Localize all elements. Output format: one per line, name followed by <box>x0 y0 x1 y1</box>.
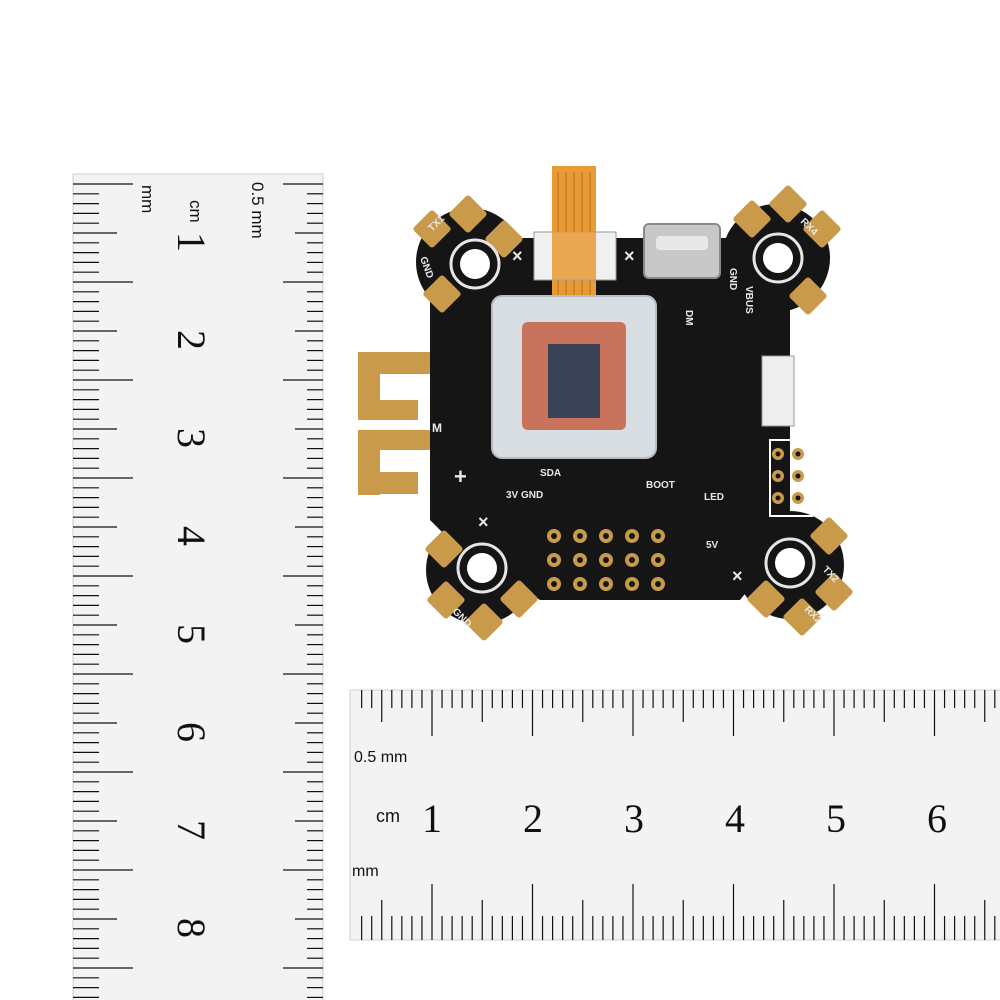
pin-hole <box>551 533 557 539</box>
pin-hole <box>655 557 661 563</box>
pin-hole <box>603 533 609 539</box>
silk-sda: SDA <box>540 468 561 479</box>
power-tabs <box>358 352 438 495</box>
silk-boot: BOOT <box>646 480 675 491</box>
ruler-number: 1 <box>169 232 214 252</box>
ruler-number: 6 <box>169 722 214 742</box>
silk-vbus: VBUS <box>743 286 754 314</box>
pin-hole <box>577 533 583 539</box>
svg-text:×: × <box>624 246 635 266</box>
silk-plus: + <box>454 464 467 489</box>
pin-hole <box>629 581 635 587</box>
silk-3v-gnd: 3V GND <box>506 490 543 501</box>
pin-hole <box>795 495 801 501</box>
pin-hole <box>551 581 557 587</box>
ruler-number: 1 <box>422 796 442 841</box>
vertical-ruler-mm-unit: mm <box>138 185 157 213</box>
pin-hole <box>795 451 801 457</box>
horizontal-ruler-cm-unit: cm <box>376 806 400 826</box>
flex-cable <box>533 166 617 306</box>
ruler-number: 3 <box>624 796 644 841</box>
ruler-number: 5 <box>826 796 846 841</box>
horizontal-ruler-mm-unit: mm <box>352 863 379 880</box>
pin-hole <box>795 473 801 479</box>
horizontal-ruler: 0.5 mm cm mm 1 2 3 4 5 6 <box>349 689 1000 941</box>
pin-hole <box>775 451 781 457</box>
ruler-number: 3 <box>169 428 214 448</box>
pin-hole <box>577 581 583 587</box>
solder-pads <box>413 185 853 641</box>
pin-hole <box>551 557 557 563</box>
ruler-number: 6 <box>927 796 947 841</box>
horizontal-ruler-numbers: 1 2 3 4 5 6 <box>422 796 947 841</box>
ruler-number: 8 <box>169 918 214 938</box>
pin-hole <box>629 533 635 539</box>
pin-hole <box>775 473 781 479</box>
silk-led: LED <box>704 492 724 503</box>
vertical-ruler-cm-unit: cm <box>186 200 205 223</box>
svg-text:×: × <box>732 566 743 586</box>
pin-hole <box>655 581 661 587</box>
header-pins <box>547 448 804 591</box>
silk-dm: DM <box>683 310 694 326</box>
pin-hole <box>629 557 635 563</box>
svg-text:×: × <box>478 512 489 532</box>
vertical-ruler: mm cm 0.5 mm 123456789 <box>72 173 324 1000</box>
horizontal-ruler-half-mm-unit: 0.5 mm <box>354 749 407 766</box>
side-connector <box>761 355 813 517</box>
pin-hole <box>603 581 609 587</box>
silk-5v: 5V <box>706 540 719 551</box>
horizontal-ruler-bottom-ticks <box>361 884 996 940</box>
silk-gnd-tr: GND <box>727 268 738 290</box>
ruler-number: 4 <box>725 796 745 841</box>
vertical-ruler-left-ticks <box>73 183 133 999</box>
ruler-number: 7 <box>169 820 214 840</box>
vertical-ruler-numbers: 123456789 <box>169 232 214 938</box>
flight-controller-board: TX1 GND RX4 GND VBUS DM BOOT 3V GND SDA … <box>358 166 853 641</box>
pin-hole <box>775 495 781 501</box>
ruler-number: 2 <box>169 330 214 350</box>
mounting-holes <box>449 232 816 594</box>
vertical-ruler-half-mm-unit: 0.5 mm <box>248 182 267 239</box>
pin-hole <box>577 557 583 563</box>
svg-text:×: × <box>512 246 523 266</box>
silk-m: M <box>432 421 442 435</box>
usb-connector <box>643 223 721 279</box>
ruler-number: 4 <box>169 526 214 546</box>
vertical-ruler-right-ticks <box>283 183 323 999</box>
ruler-number: 5 <box>169 624 214 644</box>
pin-hole <box>655 533 661 539</box>
pin-hole <box>603 557 609 563</box>
ruler-number: 2 <box>523 796 543 841</box>
horizontal-ruler-top-ticks <box>361 690 996 736</box>
gyro-cover <box>491 295 657 459</box>
